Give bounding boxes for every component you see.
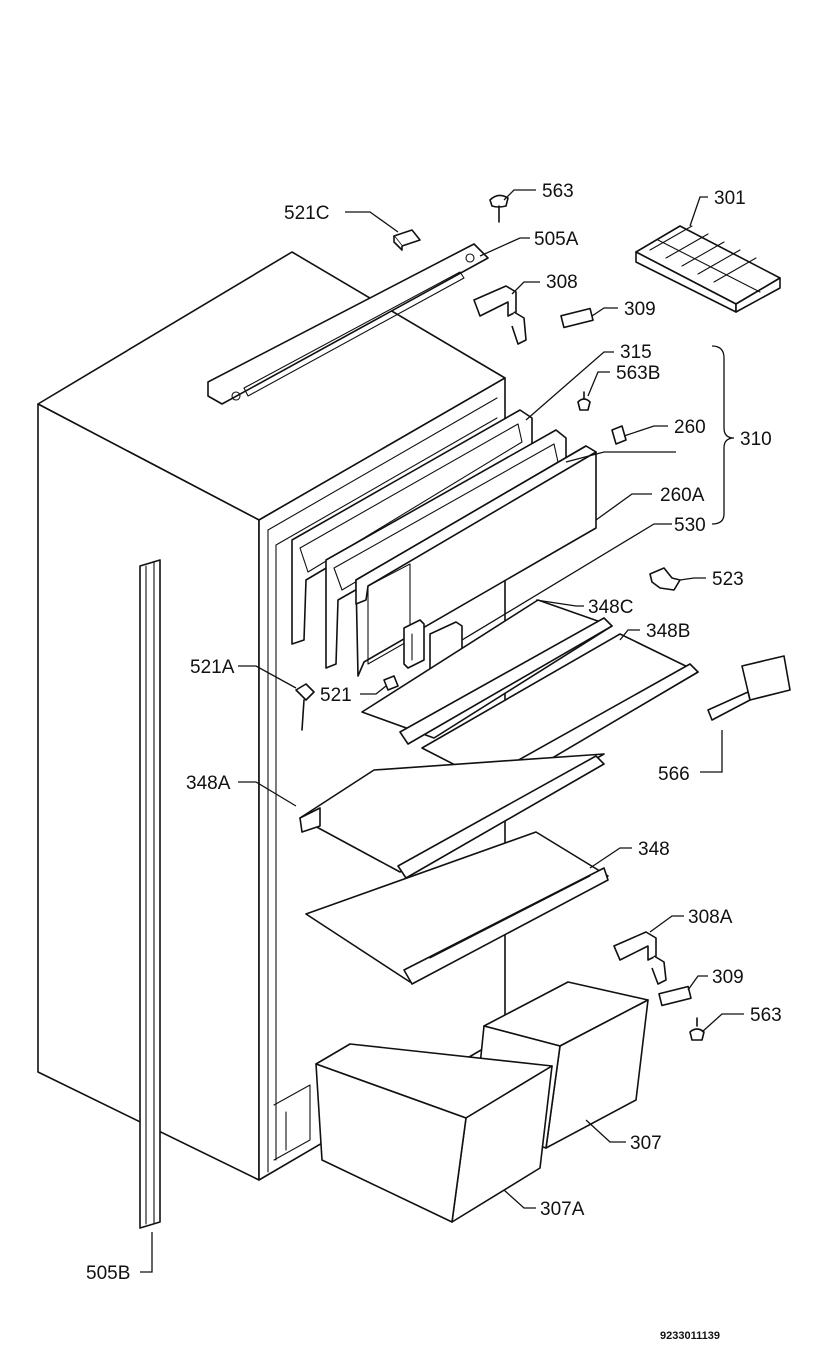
- part-563-screw-top: [489, 194, 509, 223]
- part-307a-crisper: [315, 1043, 553, 1223]
- part-523-lamp: [649, 567, 681, 591]
- label-308: 308: [546, 272, 578, 293]
- part-308-hinge: [473, 285, 527, 345]
- part-308a-hinge: [613, 931, 667, 985]
- label-260: 260: [674, 417, 706, 438]
- part-260-clip: [611, 425, 627, 445]
- callout-labels: 521C 563 505A 301 308 309 315 563B 260 3…: [86, 181, 782, 1342]
- label-521a: 521A: [190, 657, 235, 678]
- part-566-handle: [707, 655, 791, 721]
- label-523: 523: [712, 569, 744, 590]
- part-563b-screw: [577, 391, 591, 411]
- part-521: [383, 675, 399, 691]
- label-563-bottom: 563: [750, 1005, 782, 1026]
- part-505b-strip: [139, 559, 161, 1229]
- label-530: 530: [674, 515, 706, 536]
- leader-lines: [140, 189, 744, 1273]
- label-310: 310: [740, 429, 772, 450]
- part-521c-cap: [393, 229, 421, 251]
- part-309-plate-bottom: [658, 985, 692, 1007]
- label-315: 315: [620, 342, 652, 363]
- label-307a: 307A: [540, 1199, 585, 1220]
- label-563b: 563B: [616, 363, 660, 384]
- part-301-ice-tray: [635, 225, 781, 313]
- label-348c: 348C: [588, 597, 633, 618]
- label-348a: 348A: [186, 773, 231, 794]
- label-309-bottom: 309: [712, 967, 744, 988]
- part-348a-shelf: [299, 753, 605, 879]
- label-309-top: 309: [624, 299, 656, 320]
- label-505b: 505B: [86, 1263, 130, 1284]
- part-309-plate-top: [560, 307, 594, 329]
- label-521: 521: [320, 685, 352, 706]
- label-505a: 505A: [534, 229, 579, 250]
- part-505a-plate: [207, 243, 489, 405]
- part-521a-bracket: [295, 683, 315, 731]
- label-563-top: 563: [542, 181, 574, 202]
- label-301: 301: [714, 188, 746, 209]
- label-348b: 348B: [646, 621, 690, 642]
- brace-310: [711, 345, 735, 525]
- label-260a: 260A: [660, 485, 705, 506]
- label-308a: 308A: [688, 907, 733, 928]
- part-348c-shelf: [361, 599, 613, 745]
- part-260a-door-panel: [355, 445, 597, 677]
- part-348-glass-shelf: [305, 831, 609, 985]
- part-563-screw-bottom: [689, 1017, 705, 1041]
- label-521c: 521C: [284, 203, 329, 224]
- label-566: 566: [658, 764, 690, 785]
- label-348: 348: [638, 839, 670, 860]
- label-307: 307: [630, 1133, 662, 1154]
- drawing-code: 9233011139: [660, 1330, 720, 1342]
